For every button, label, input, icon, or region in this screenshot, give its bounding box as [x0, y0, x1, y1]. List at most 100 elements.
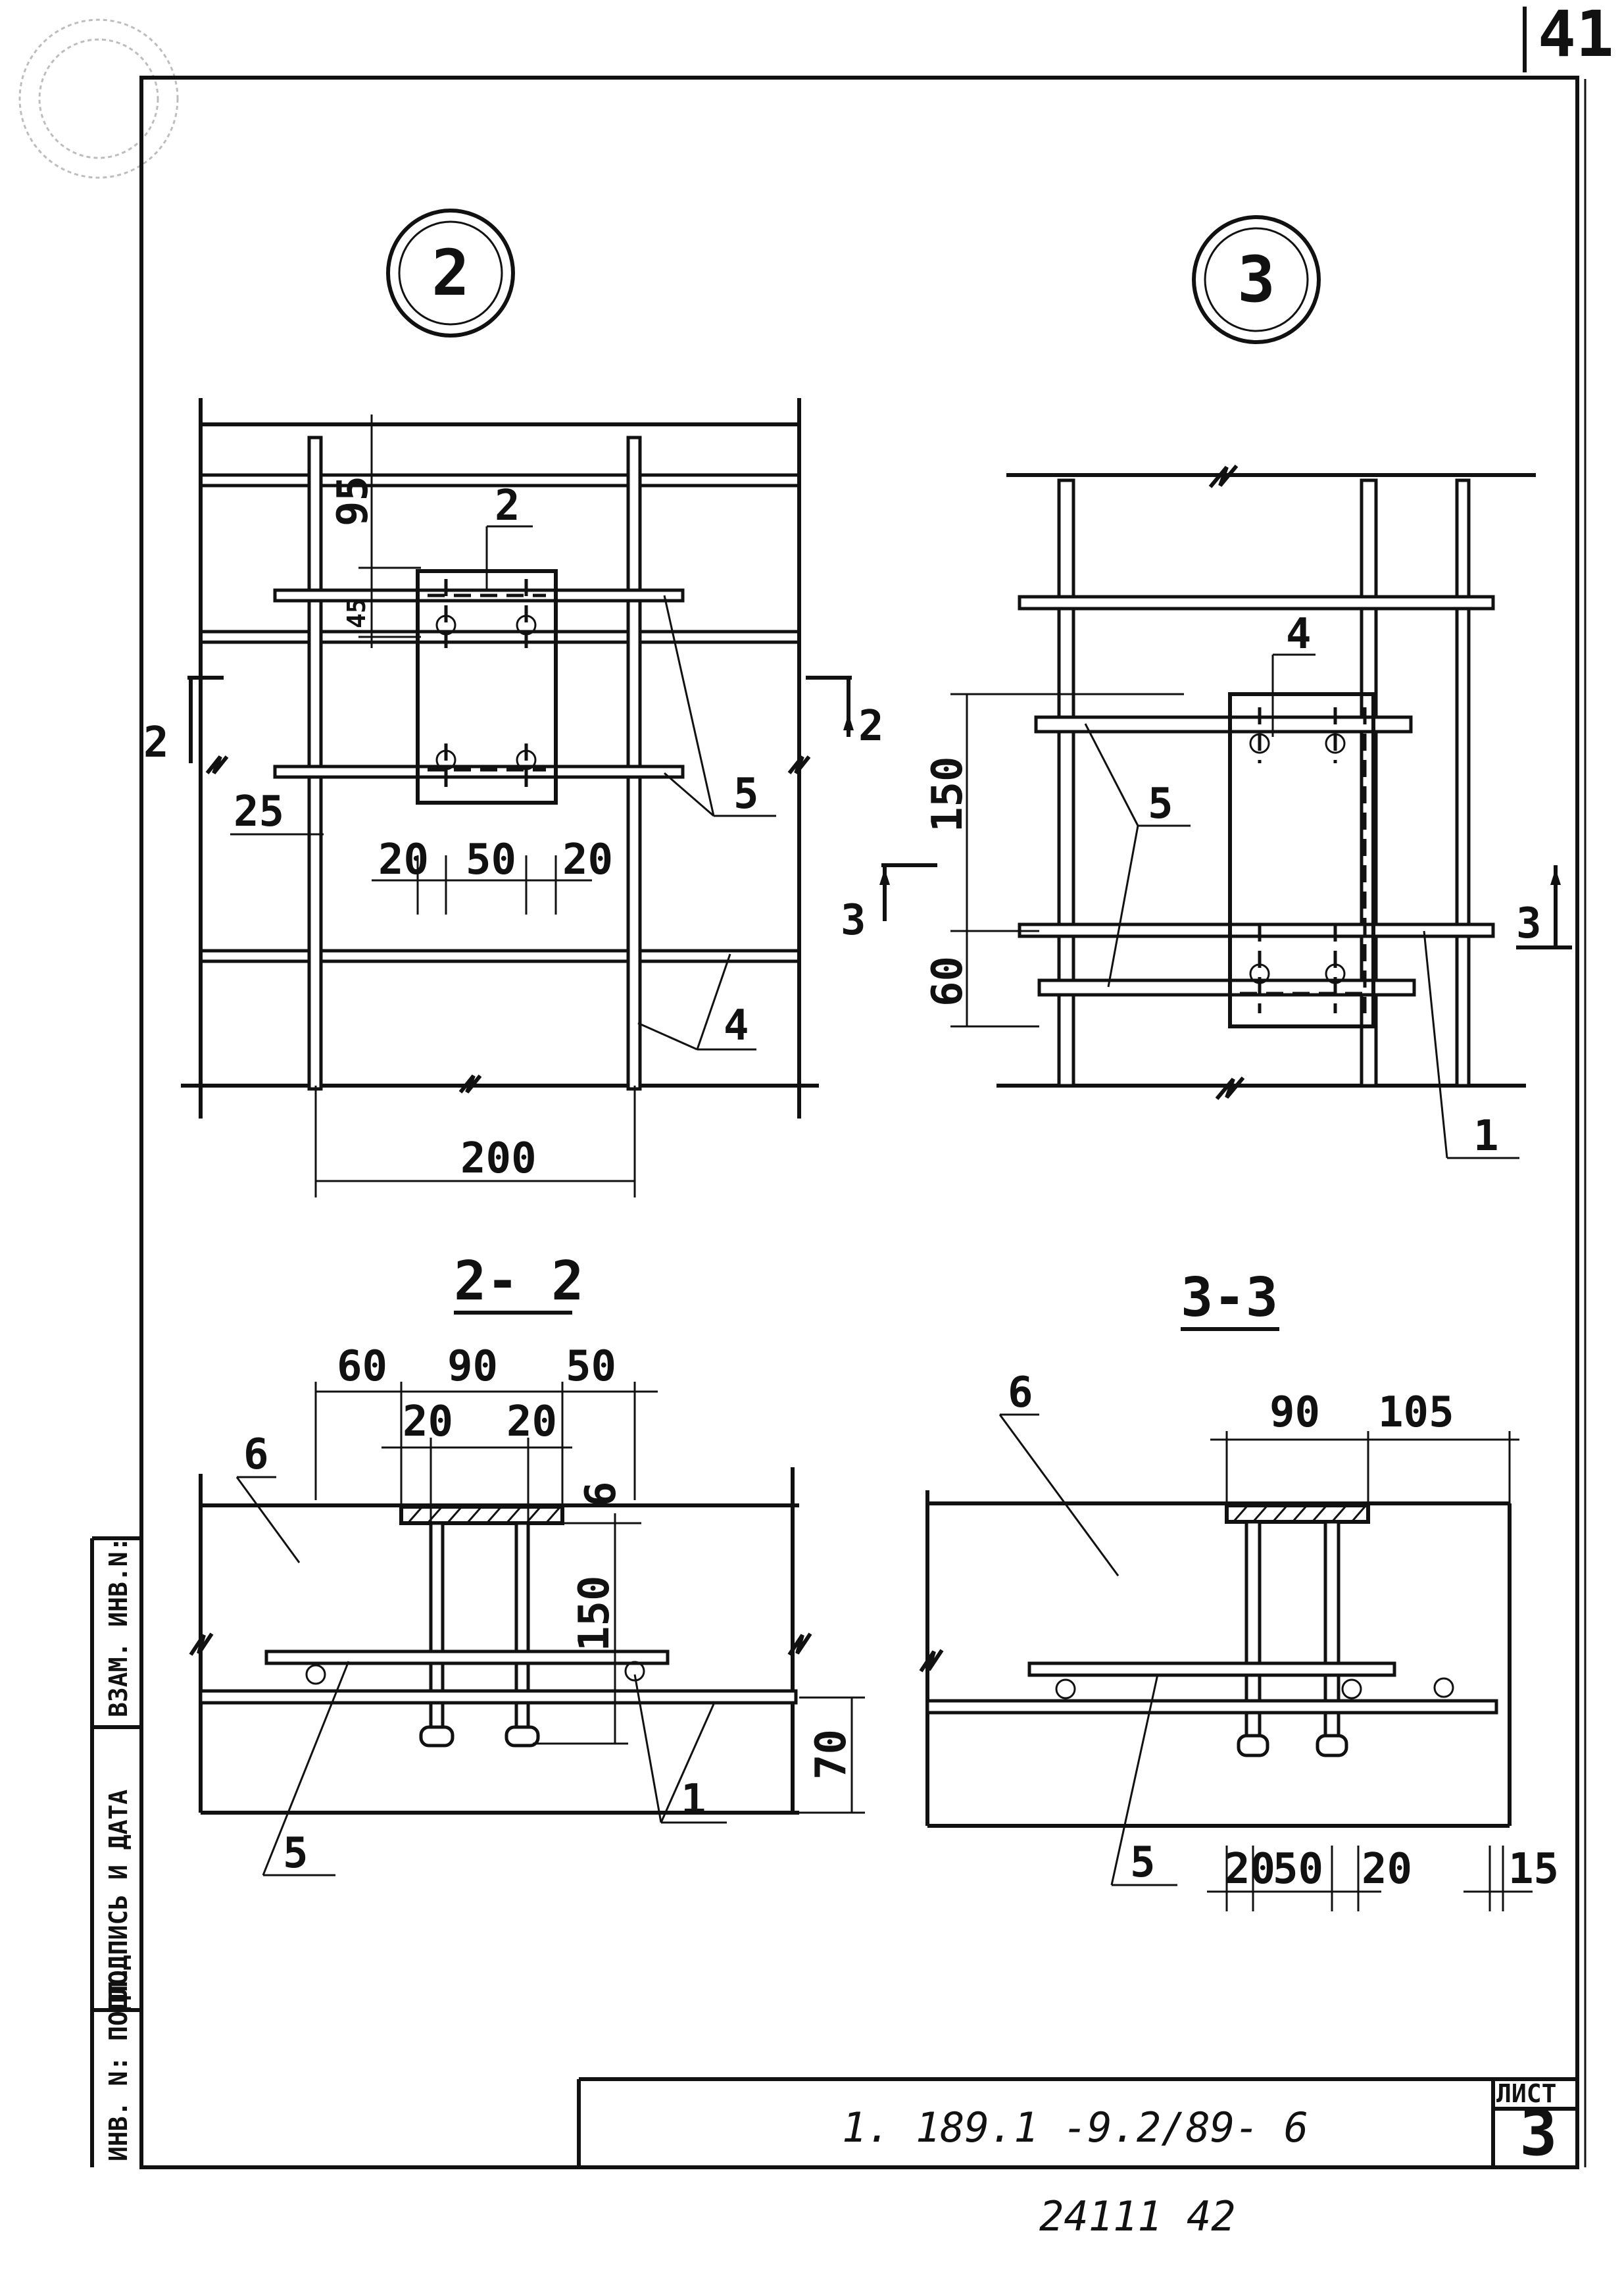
sec22-leader-5 [262, 1661, 350, 1876]
sec33-leader-6 [998, 1414, 1120, 1576]
sec22-stud-2 [514, 1521, 530, 1742]
section-3-3-title: 3-3 [1181, 1267, 1278, 1329]
detail2-anchor-bar-upper [273, 588, 685, 603]
detail3-break-mark-bottom [1215, 1076, 1245, 1100]
detail2-stud-mark-2 [516, 615, 537, 636]
sec22-stud-head-2 [504, 1725, 540, 1748]
detail2-dim-25: 25 [234, 788, 284, 836]
detail3-stud-mark-2 [1325, 733, 1346, 754]
document-code: 1. 189.1 -9.2/89- 6 [842, 2103, 1308, 2152]
sheet-label: ЛИСТ [1496, 2079, 1557, 2108]
detail2-dim-45: 45 [342, 598, 371, 628]
side-stamp-vzam: ВЗАМ. ИНВ.N: [104, 1536, 133, 1717]
sec22-dim-50: 50 [566, 1342, 616, 1391]
section-mark-3-left-label: 3 [841, 896, 866, 945]
section-arrow-3-left-icon [879, 869, 890, 885]
detail2-dim-95: 95 [329, 476, 378, 526]
sec33-plate-hatch [1232, 1505, 1366, 1523]
sec22-pos-5: 5 [283, 1829, 308, 1878]
detail2-anchor-bar-lower [273, 765, 685, 779]
sec22-rebar-section-1 [305, 1664, 326, 1685]
side-stamp: ВЗАМ. ИНВ.N: ПОДПИСЬ И ДАТА ИНВ. N: ПОДЛ… [90, 1536, 141, 2167]
detail2-leader-4b [696, 953, 731, 1050]
detail3-dim-60: 60 [923, 956, 972, 1007]
sec33-stud-head-2 [1316, 1734, 1348, 1757]
detail3-leader-5a [1084, 723, 1139, 826]
sec33-dim-90: 90 [1269, 1388, 1320, 1437]
section-arrow-3-right-icon [1550, 869, 1561, 885]
callout-detail-2-label: 2 [431, 236, 470, 310]
detail2-rebar-h3 [199, 949, 801, 963]
sec33-stud-2 [1323, 1520, 1341, 1754]
sec33-break-mark-left [919, 1649, 944, 1673]
sec22-break-mark-left [189, 1632, 214, 1656]
archive-stamp-image [18, 18, 179, 179]
sec22-leader-1b [660, 1703, 715, 1823]
detail-2-plan: 95 45 25 20 50 20 200 2 5 4 [181, 398, 819, 1197]
detail3-leader-5b [1107, 825, 1139, 988]
sec22-dim-60: 60 [337, 1342, 387, 1391]
sec33-dim-20-right: 20 [1362, 1845, 1412, 1894]
detail2-stud-mark-3 [435, 749, 456, 770]
sec22-pos-6: 6 [243, 1430, 269, 1479]
sec33-anchor-bar [1027, 1661, 1396, 1677]
sec22-dim-90: 90 [447, 1342, 498, 1391]
detail2-rebar-h2 [199, 630, 801, 644]
callout-detail-3: 3 [1192, 215, 1321, 344]
detail2-break-mark-left [205, 755, 229, 774]
callout-detail-3-label: 3 [1237, 243, 1275, 316]
sec33-rebar-section-1 [1055, 1678, 1076, 1699]
detail2-break-mark-right [787, 755, 811, 774]
detail2-dim-20-right: 20 [562, 836, 613, 884]
side-stamp-podpis: ПОДПИСЬ И ДАТА [104, 1790, 133, 2000]
sec33-rebar-section-2 [1341, 1678, 1362, 1699]
callout-detail-2: 2 [386, 209, 515, 338]
detail2-dim-20-left: 20 [378, 836, 429, 884]
detail3-pos-5: 5 [1148, 780, 1173, 828]
detail2-dim-50: 50 [466, 836, 516, 884]
detail3-leader-1 [1423, 930, 1448, 1159]
detail2-leader-5b [664, 772, 714, 817]
detail3-embedded-plate [1228, 692, 1375, 1028]
sec33-dim-105: 105 [1378, 1388, 1454, 1437]
section-mark-2-right: 2 [806, 676, 884, 751]
sec22-stud-head-1 [419, 1725, 455, 1748]
sec22-break-mark-right [787, 1632, 812, 1656]
detail3-stud-mark-1 [1249, 733, 1270, 754]
section-2-2: 2- 2 60 90 50 20 20 6 [189, 1250, 865, 1878]
section-3-3: 3-3 90 105 20 50 20 1 [919, 1267, 1559, 1911]
section-mark-2-right-label: 2 [858, 702, 884, 751]
sheet-number: 3 [1519, 2096, 1558, 2170]
sec33-leader-5 [1110, 1674, 1159, 1886]
archive-number: 24111 42 [1039, 2192, 1236, 2240]
sec22-plate [399, 1505, 564, 1525]
sec22-rebar [199, 1689, 798, 1705]
sec33-dim-20-left: 20 [1225, 1845, 1275, 1894]
detail3-stud-mark-4 [1325, 963, 1346, 984]
section-mark-3-left: 3 [841, 863, 937, 945]
sec33-rebar-section-3 [1433, 1677, 1454, 1698]
title-block: 1. 189.1 -9.2/89- 6 ЛИСТ 3 [577, 2077, 1577, 2170]
detail3-rebar-h1 [1018, 595, 1495, 611]
section-arrow-2-right-icon [843, 714, 854, 730]
detail2-stud-mark-4 [516, 749, 537, 770]
section-mark-3-right: 3 [1516, 865, 1572, 949]
section-2-2-title: 2- 2 [454, 1250, 583, 1313]
detail2-pos-4: 4 [724, 1001, 749, 1050]
detail3-dim-150: 150 [923, 756, 972, 832]
detail3-pos-1: 1 [1473, 1112, 1499, 1161]
sec33-stud-head-1 [1237, 1734, 1269, 1757]
page-number: 41 [1538, 0, 1614, 71]
section-mark-2-left-label: 2 [143, 718, 169, 767]
sec22-dim-20-left: 20 [403, 1397, 453, 1446]
sheet-frame [139, 76, 1579, 2169]
sec22-rebar-section-2 [624, 1661, 645, 1682]
detail3-rebar-v3 [1455, 478, 1471, 1088]
sec22-leader-1a [633, 1674, 662, 1823]
detail2-leader-5a [663, 595, 715, 817]
detail2-rebar-v2 [626, 436, 642, 1091]
sec22-anchor-bar [264, 1649, 670, 1665]
sec33-rebar [925, 1699, 1498, 1715]
